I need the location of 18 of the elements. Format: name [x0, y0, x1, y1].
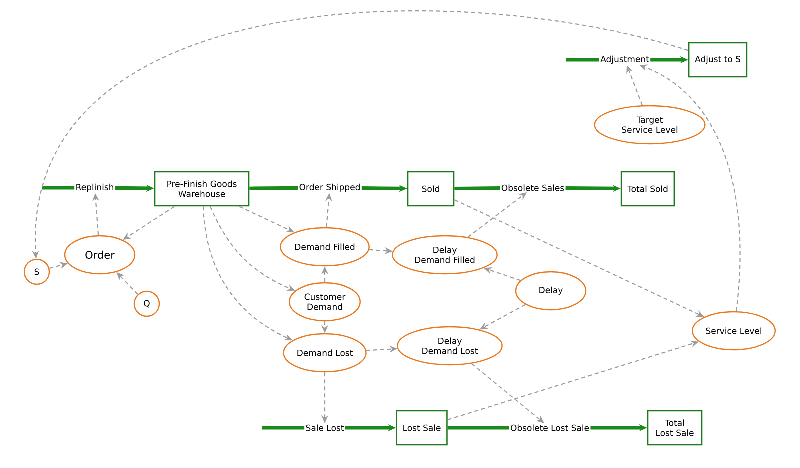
- flow-line: [42, 186, 75, 190]
- stock-box: Adjust to S: [688, 42, 748, 78]
- flow-label: Replinish: [74, 182, 116, 194]
- flow-label: Adjustment: [600, 54, 650, 66]
- stock-box: Lost Sale: [396, 410, 448, 446]
- stock-box: Pre-Finish Goods Warehouse: [154, 171, 250, 207]
- flow-line: [454, 186, 500, 191]
- stock-box: Total Sold: [620, 171, 676, 207]
- flow-label: Obsolete Sales: [500, 184, 566, 192]
- flow-label: Obsolete Lost Sale: [510, 424, 590, 432]
- flow-line: [566, 58, 600, 62]
- stock-box: Total Lost Sale: [647, 410, 703, 446]
- flow-line: [448, 426, 510, 430]
- stock-box: Sold: [407, 171, 455, 207]
- flow-line: [262, 426, 305, 430]
- flow-label: Sale Lost: [304, 424, 346, 432]
- flow-line: [250, 186, 298, 190]
- flow-label: Order Shipped: [298, 182, 362, 194]
